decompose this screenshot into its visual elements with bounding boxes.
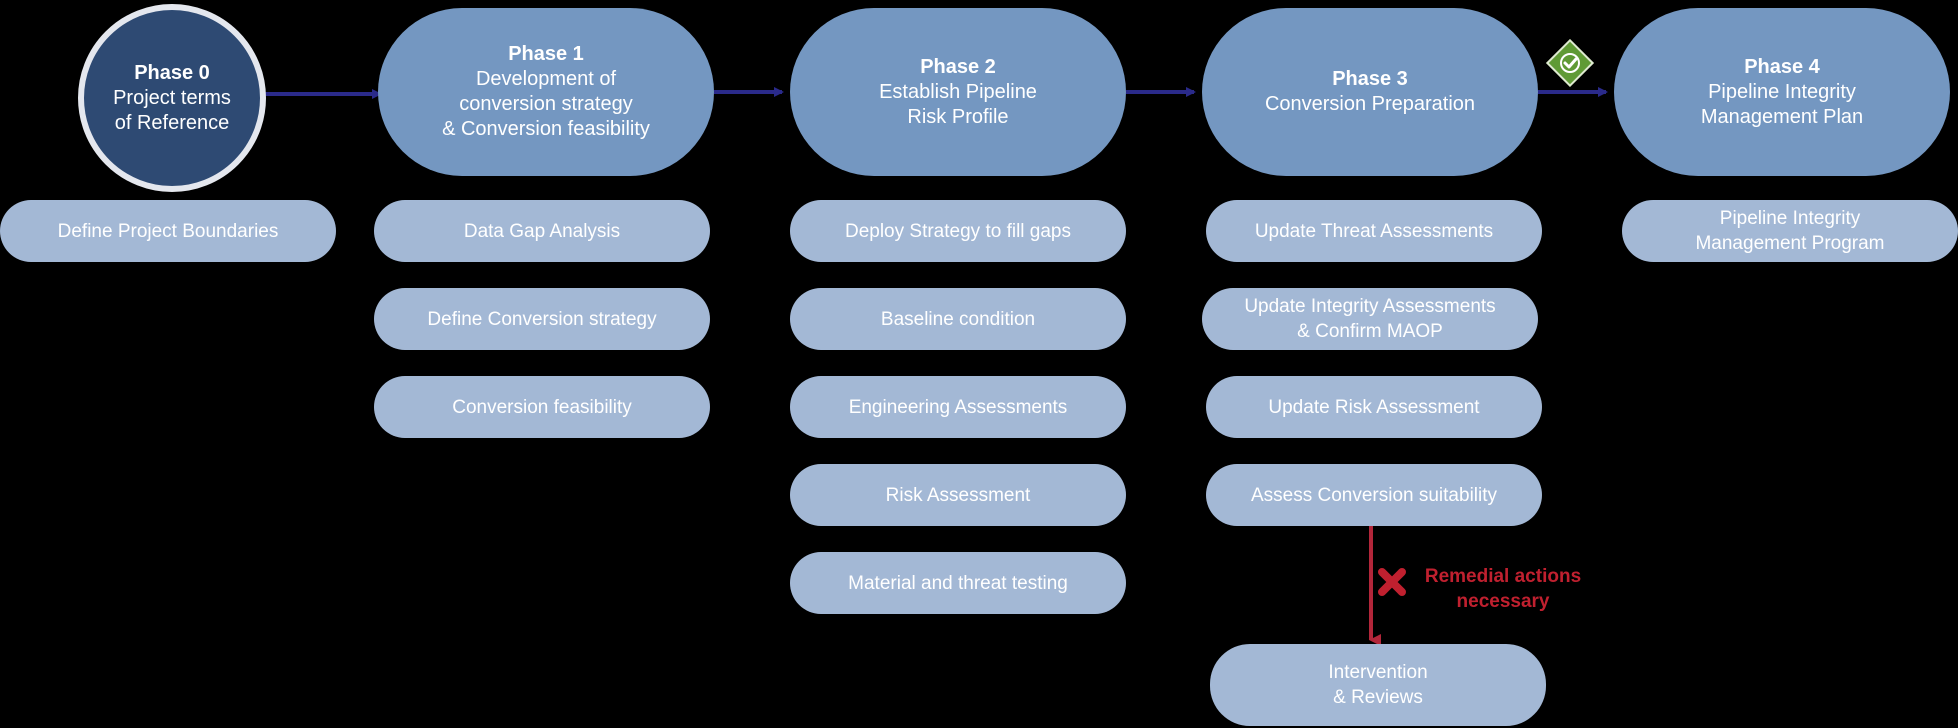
phase1-line: & Conversion feasibility: [442, 118, 650, 140]
phase1-line: Development of: [475, 68, 617, 90]
phase1-line: conversion strategy: [459, 93, 633, 115]
remedial-line: Remedial actions: [1424, 566, 1582, 587]
step-deploy-strategy: Deploy Strategy to fill gaps: [790, 200, 1126, 262]
step-conversion-feasibility: Conversion feasibility: [374, 376, 710, 438]
step-assess-conversion-suitability: Assess Conversion suitability: [1206, 464, 1542, 526]
step-data-gap-analysis: Data Gap Analysis: [374, 200, 710, 262]
phase0-title: Phase 0: [134, 61, 210, 84]
step-label: Define Project Boundaries: [57, 220, 279, 242]
step-label: Update Risk Assessment: [1268, 396, 1480, 418]
phase3-line: Conversion Preparation: [1264, 93, 1476, 115]
step-risk-assessment: Risk Assessment: [790, 464, 1126, 526]
step-label: Baseline condition: [880, 308, 1036, 330]
step-label: Update Threat Assessments: [1254, 220, 1494, 242]
step-label: & Confirm MAOP: [1297, 321, 1443, 342]
phase1-box: Phase 1 Development of conversion strate…: [378, 8, 714, 176]
phase4-line: Pipeline Integrity: [1708, 80, 1856, 103]
phase2-box: Phase 2 Establish Pipeline Risk Profile: [790, 8, 1126, 176]
phase4-line: Management Plan: [1700, 105, 1864, 128]
phase2-title: Phase 2: [920, 55, 996, 78]
step-label: Intervention: [1328, 662, 1428, 683]
phase0-circle: Phase 0 Project terms of Reference: [78, 4, 266, 192]
phase2-line: Establish Pipeline: [879, 80, 1037, 103]
phase3-title: Phase 3: [1332, 68, 1408, 90]
step-update-threat-assessments: Update Threat Assessments: [1206, 200, 1542, 262]
step-label: Deploy Strategy to fill gaps: [844, 220, 1071, 242]
step-label: & Reviews: [1333, 687, 1423, 708]
phase0-line: Project terms: [113, 86, 231, 109]
step-label: Define Conversion strategy: [427, 308, 657, 330]
step-label: Material and threat testing: [848, 572, 1068, 594]
step-material-threat-testing: Material and threat testing: [790, 552, 1126, 614]
step-label: Conversion feasibility: [452, 396, 632, 418]
phase4-title: Phase 4: [1744, 55, 1820, 78]
step-baseline-condition: Baseline condition: [790, 288, 1126, 350]
step-pipeline-integrity-program: Pipeline Integrity Management Program: [1622, 200, 1958, 262]
phase3-box: Phase 3 Conversion Preparation: [1202, 8, 1538, 176]
remedial-actions-label: Remedial actions necessary: [1408, 564, 1598, 614]
step-define-conversion-strategy: Define Conversion strategy: [374, 288, 710, 350]
step-define-project-boundaries: Define Project Boundaries: [0, 200, 336, 262]
phase1-title: Phase 1: [508, 43, 584, 65]
step-label: Data Gap Analysis: [463, 220, 621, 242]
phase4-box: Phase 4 Pipeline Integrity Management Pl…: [1614, 8, 1950, 176]
step-label: Management Program: [1695, 233, 1885, 254]
phase2-line: Risk Profile: [907, 105, 1009, 128]
remedial-line: necessary: [1456, 591, 1550, 612]
step-label: Risk Assessment: [885, 484, 1031, 506]
red-x-icon: [1378, 568, 1406, 596]
checkmark-icon: [1560, 53, 1580, 73]
step-engineering-assessments: Engineering Assessments: [790, 376, 1126, 438]
phase0-line: of Reference: [114, 111, 230, 134]
step-label: Update Integrity Assessments: [1244, 296, 1496, 317]
step-label: Pipeline Integrity: [1719, 208, 1861, 229]
step-update-risk-assessment: Update Risk Assessment: [1206, 376, 1542, 438]
step-update-integrity-assessments: Update Integrity Assessments & Confirm M…: [1202, 288, 1538, 350]
step-label: Assess Conversion suitability: [1250, 484, 1498, 506]
step-label: Engineering Assessments: [848, 396, 1068, 418]
step-intervention-reviews: Intervention & Reviews: [1210, 644, 1546, 726]
